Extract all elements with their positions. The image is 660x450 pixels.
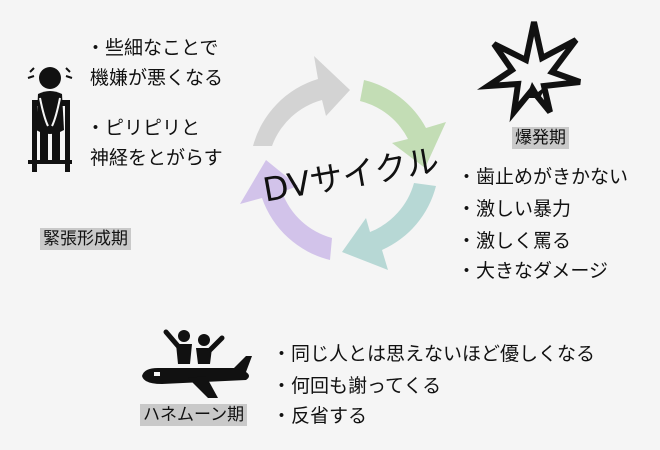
arrow-green [360,80,446,168]
tension-phase-label: 緊張形成期 [40,228,131,250]
explosion-text-1: ・歯止めがきかない [457,166,629,188]
explosion-icon [476,21,582,123]
arrow-gray [253,56,350,146]
arrow-purple [240,160,332,260]
explosion-text-2: ・激しい暴力 [457,198,572,220]
anxious-person-icon [27,67,73,172]
explosion-text-4: ・大きなダメージ [457,260,609,282]
honeymoon-text-3: ・反省する [272,405,368,427]
tension-text-4: 神経をとがらす [90,147,223,169]
tension-text-1: ・些細なことで [86,37,219,59]
explosion-phase-label: 爆発期 [512,127,569,149]
couple-on-airplane-icon [142,329,252,398]
arrow-teal [342,183,436,270]
explosion-text-3: ・激しく罵る [457,230,572,252]
honeymoon-text-2: ・何回も謝ってくる [272,375,442,397]
tension-text-2: 機嫌が悪くなる [90,67,224,89]
honeymoon-text-1: ・同じ人とは思えないほど優しくなる [272,343,596,365]
tension-text-3: ・ピリピリと [86,117,201,139]
honeymoon-phase-label: ハネムーン期 [140,404,248,426]
